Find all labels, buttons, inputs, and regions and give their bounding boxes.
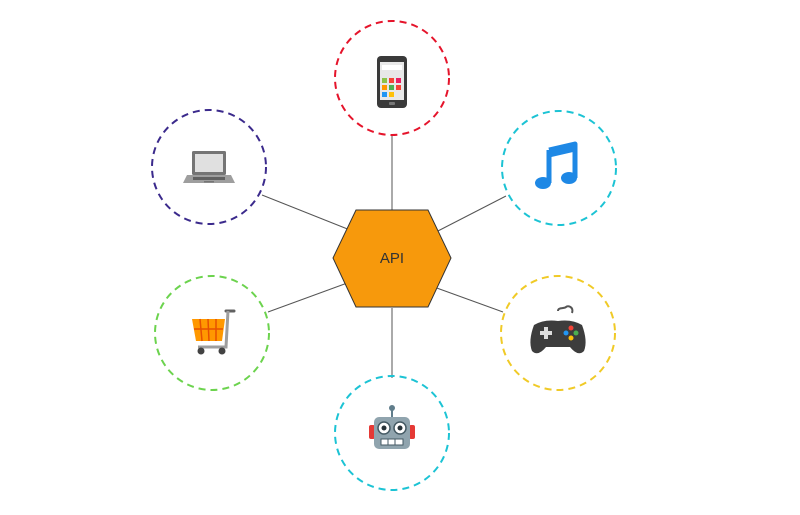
music-note-icon [535,141,578,189]
game-controller-icon [530,305,586,354]
ring-music [501,110,617,226]
ring-laptop [151,109,267,225]
connectors [261,134,507,378]
api-label: API [380,250,404,267]
connector-laptop [261,194,351,231]
connector-shopping-cart [267,281,351,313]
api-hub: API [332,209,452,308]
connector-music [433,195,507,234]
connector-game-controller [433,286,504,313]
laptop-icon [183,151,235,183]
node-rings [151,20,617,491]
robot-icon [369,405,415,449]
ring-game-controller [500,275,616,391]
mobile-phone-icon [377,56,407,108]
ring-shopping-cart [154,275,270,391]
api-hexagon [332,209,452,308]
shopping-cart-icon [192,309,236,355]
ring-mobile-phone [334,20,450,136]
ring-robot [334,375,450,491]
